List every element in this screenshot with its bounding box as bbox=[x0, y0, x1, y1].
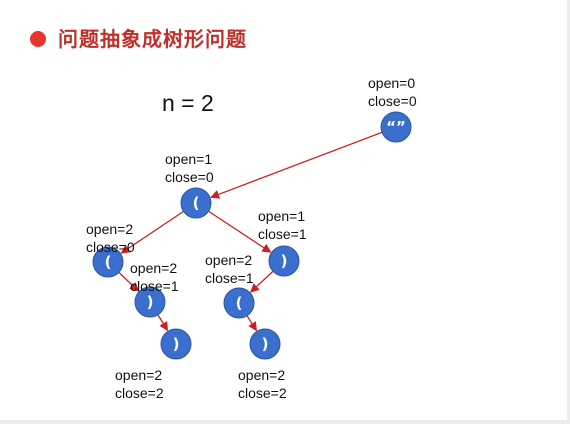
node-circle bbox=[92, 246, 124, 278]
tree-node-n1: ( bbox=[180, 187, 212, 219]
label-n2-close: close=0 bbox=[86, 239, 135, 255]
frame-edge-bottom bbox=[0, 420, 570, 424]
label-root-close: close=0 bbox=[368, 93, 417, 109]
tree-node-n3: ) bbox=[268, 245, 300, 277]
label-n3-close: close=1 bbox=[258, 226, 307, 242]
edge-n1-n2 bbox=[120, 210, 184, 254]
node-symbol: ) bbox=[281, 252, 288, 270]
label-n7-open: open=2 bbox=[238, 367, 286, 383]
label-n7: open=2 close=2 bbox=[238, 366, 287, 402]
label-n1: open=1 close=0 bbox=[165, 150, 214, 186]
label-n7-close: close=2 bbox=[238, 385, 287, 401]
node-circle bbox=[180, 187, 212, 219]
label-n6: open=2 close=2 bbox=[115, 366, 164, 402]
node-circle bbox=[380, 111, 412, 143]
node-symbol: ( bbox=[236, 294, 243, 312]
slide-title: 问题抽象成树形问题 bbox=[58, 27, 247, 51]
label-n2-open: open=2 bbox=[86, 221, 134, 237]
label-n4: open=2 close=1 bbox=[130, 259, 179, 295]
tree-node-root: “” bbox=[380, 111, 412, 143]
label-n3-open: open=1 bbox=[258, 208, 306, 224]
node-layer: “” ( ()) ()) bbox=[92, 111, 412, 360]
label-root-open: open=0 bbox=[368, 75, 416, 91]
label-n6-close: close=2 bbox=[115, 385, 164, 401]
label-n1-close: close=0 bbox=[165, 169, 214, 185]
node-circle bbox=[134, 286, 166, 318]
edge-layer bbox=[118, 131, 383, 332]
label-n4-close: close=1 bbox=[130, 278, 179, 294]
edge-root-n1 bbox=[210, 131, 383, 199]
node-symbol: ) bbox=[173, 335, 180, 353]
title-bullet-icon bbox=[30, 31, 46, 47]
label-n1-open: open=1 bbox=[165, 151, 213, 167]
label-n5: open=2 close=1 bbox=[205, 251, 254, 287]
label-n5-close: close=1 bbox=[205, 270, 254, 286]
node-symbol: ( bbox=[105, 253, 112, 271]
tree-node-n5: ( bbox=[223, 287, 255, 319]
edge-n5-n7 bbox=[246, 315, 257, 332]
label-n5-open: open=2 bbox=[205, 252, 253, 268]
label-n2: open=2 close=0 bbox=[86, 220, 135, 256]
label-root: open=0 close=0 bbox=[368, 74, 417, 110]
edge-n3-n5 bbox=[250, 270, 274, 293]
edge-n2-n4 bbox=[118, 271, 140, 292]
n-value-label: n = 2 bbox=[162, 90, 214, 116]
tree-node-n2: ( bbox=[92, 246, 124, 278]
node-circle bbox=[223, 287, 255, 319]
label-n6-open: open=2 bbox=[115, 367, 163, 383]
label-n4-open: open=2 bbox=[130, 260, 178, 276]
tree-node-n4: ) bbox=[134, 286, 166, 318]
node-circle bbox=[249, 328, 281, 360]
tree-node-n6: ) bbox=[160, 328, 192, 360]
node-circle bbox=[268, 245, 300, 277]
node-symbol: ) bbox=[147, 293, 154, 311]
edge-n1-n3 bbox=[208, 210, 272, 253]
tree-node-n7: ) bbox=[249, 328, 281, 360]
edge-n4-n6 bbox=[157, 314, 169, 332]
node-symbol: ) bbox=[262, 335, 269, 353]
frame-edge-right bbox=[567, 0, 570, 424]
node-symbol: “” bbox=[386, 118, 406, 136]
label-n3: open=1 close=1 bbox=[258, 207, 307, 243]
node-symbol: ( bbox=[193, 194, 200, 212]
node-circle bbox=[160, 328, 192, 360]
